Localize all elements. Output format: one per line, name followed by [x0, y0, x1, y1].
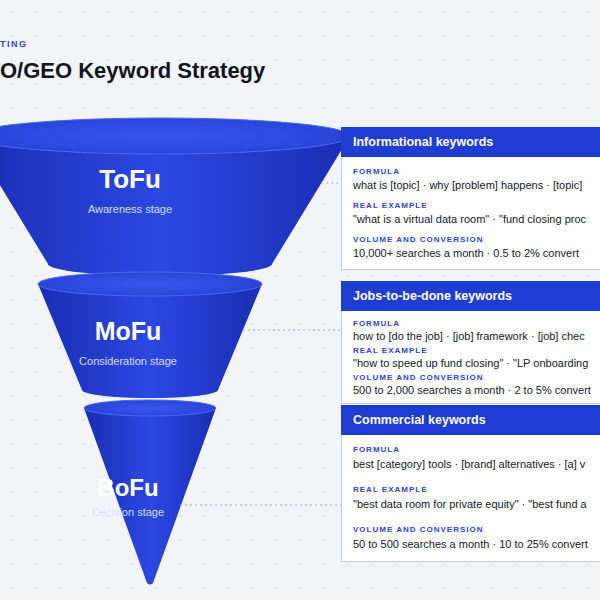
card-heading: Informational keywords: [353, 127, 600, 157]
diagram-title: O/GEO Keyword Strategy: [0, 58, 265, 84]
field-value: 10,000+ searches a month · 0.5 to 2% con…: [353, 246, 599, 261]
funnel-shape: [0, 118, 350, 278]
stage-text-group: MoFuConsideration stage: [28, 316, 228, 368]
kicker-label: TING: [0, 39, 28, 49]
field-value: "how to speed up fund closing" · "LP onb…: [353, 356, 599, 370]
field-value: "what is a virtual data room" · "fund cl…: [353, 212, 599, 227]
stage-name: ToFu: [30, 164, 230, 194]
field-label: REAL EXAMPLE: [353, 200, 599, 212]
field-label: FORMULA: [353, 444, 599, 456]
card-body: FORMULAbest [category] tools · [brand] a…: [341, 435, 600, 562]
funnel-segment: BoFuDecision stage: [84, 398, 216, 590]
keyword-card: Jobs-to-be-done keywordsFORMULAhow to [d…: [341, 281, 600, 404]
card-body: FORMULAhow to [do the job] · [job] frame…: [341, 311, 600, 404]
field-value: what is [topic] · why [problem] happens …: [353, 178, 599, 193]
field-value: "best data room for private equity" · "b…: [353, 496, 599, 512]
stage-subtitle: Awareness stage: [30, 202, 230, 216]
field-value: best [category] tools · [brand] alternat…: [353, 456, 599, 472]
field-label: VOLUME AND CONVERSION: [353, 234, 599, 246]
field-value: 500 to 2,000 searches a month · 2 to 5% …: [353, 383, 599, 397]
stage-name: BoFu: [28, 473, 228, 503]
stage-subtitle: Consideration stage: [28, 354, 228, 368]
funnel-segment: MoFuConsideration stage: [38, 270, 262, 400]
funnel-top-face: [84, 400, 216, 416]
field-label: FORMULA: [353, 166, 599, 178]
leader-line: [180, 505, 341, 506]
field-label: VOLUME AND CONVERSION: [353, 372, 599, 383]
stage-text-group: ToFuAwareness stage: [30, 164, 230, 216]
card-header: Informational keywords: [341, 127, 600, 157]
keyword-card: Commercial keywordsFORMULAbest [category…: [341, 405, 600, 562]
funnel-top-face: [38, 272, 262, 296]
card-heading: Jobs-to-be-done keywords: [353, 281, 600, 311]
funnel-body: [0, 136, 350, 276]
field-label: REAL EXAMPLE: [353, 345, 599, 356]
stage-name: MoFu: [28, 316, 228, 346]
leader-line: [321, 183, 341, 184]
field-label: VOLUME AND CONVERSION: [353, 524, 599, 536]
stage-subtitle: Decision stage: [28, 505, 228, 519]
funnel-top-face: [0, 118, 350, 154]
card-header: Commercial keywords: [341, 405, 600, 435]
leader-line: [243, 330, 341, 331]
funnel-segment: ToFuAwareness stage: [0, 118, 350, 278]
card-heading: Commercial keywords: [353, 405, 600, 435]
card-header: Jobs-to-be-done keywords: [341, 281, 600, 311]
field-label: FORMULA: [353, 318, 599, 329]
field-label: REAL EXAMPLE: [353, 484, 599, 496]
field-value: how to [do the job] · [job] framework · …: [353, 329, 599, 343]
stage-text-group: BoFuDecision stage: [28, 473, 228, 519]
card-body: FORMULAwhat is [topic] · why [problem] h…: [341, 157, 600, 270]
keyword-card: Informational keywordsFORMULAwhat is [to…: [341, 127, 600, 270]
field-value: 50 to 500 searches a month · 10 to 25% c…: [353, 536, 599, 552]
